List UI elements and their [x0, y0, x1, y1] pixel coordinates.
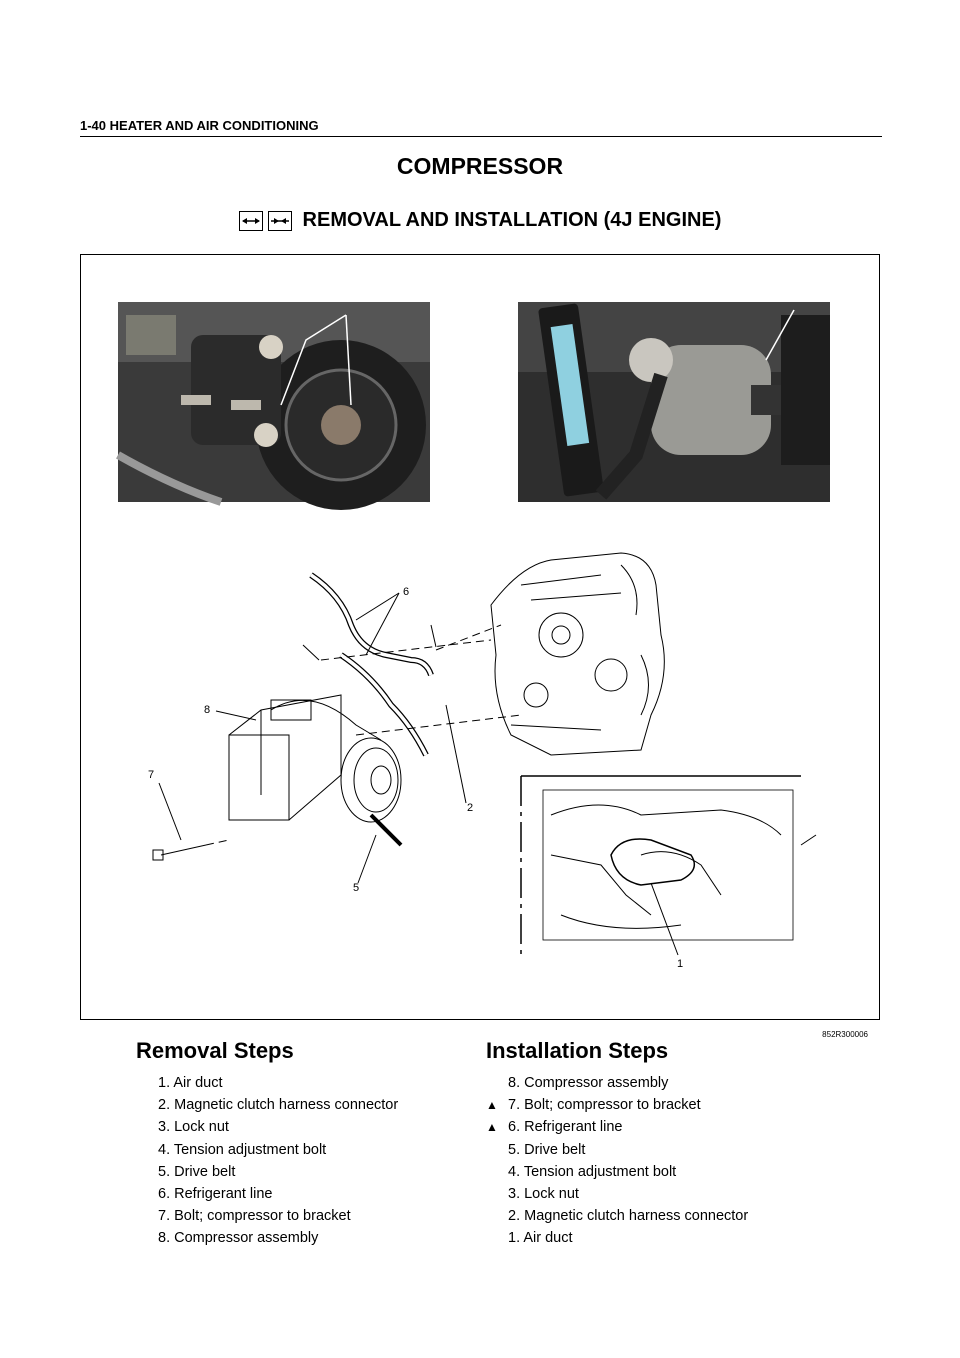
subtitle-text: REMOVAL AND INSTALLATION (4J ENGINE) [302, 209, 722, 231]
removal-arrows-icon [238, 210, 263, 231]
list-item: 5. Drive belt [158, 1163, 236, 1180]
list-item: 8. Compressor assembly [508, 1075, 669, 1091]
figure-code: 852R300006 [822, 1030, 868, 1039]
list-item: 3. Lock nut [158, 1119, 229, 1136]
list-item: 2. Magnetic clutch harness connector [508, 1208, 749, 1225]
list-item: 1. Air duct [158, 1075, 223, 1091]
list-item: 4. Tension adjustment bolt [158, 1141, 327, 1158]
section-title: COMPRESSOR [396, 153, 564, 179]
removal-steps-list: 1. Air duct 2. Magnetic clutch harness c… [136, 1072, 398, 1250]
list-item: 2. Magnetic clutch harness connector [158, 1097, 399, 1114]
installation-steps: Installation Steps 8. Compressor assembl… [486, 1038, 748, 1250]
list-item: 1. Air duct [508, 1230, 573, 1247]
callout-2: 2 [467, 802, 473, 814]
installation-steps-title: Installation Steps [486, 1038, 669, 1063]
list-item: ▲7. Bolt; compressor to bracket [486, 1094, 748, 1116]
callout-6: 6 [403, 586, 409, 598]
installation-arrows-icon [267, 210, 292, 231]
list-item: 4. Tension adjustment bolt [508, 1163, 677, 1180]
removal-steps: Removal Steps 1. Air duct 2. Magnetic cl… [136, 1038, 398, 1250]
list-item: 7. Bolt; compressor to bracket [158, 1208, 351, 1225]
callout-5: 5 [353, 882, 359, 894]
engine-line-drawing [152, 552, 817, 956]
page-header: 1-40 HEATER AND AIR CONDITIONING [80, 116, 882, 137]
installation-steps-list: 8. Compressor assembly ▲7. Bolt; compres… [486, 1072, 748, 1250]
illustration-figure: 6 8 7 2 5 1 [80, 254, 880, 1020]
callout-8: 8 [204, 704, 210, 716]
callout-7: 7 [148, 769, 154, 781]
engine-photo-right [518, 302, 830, 502]
list-item: 3. Lock nut [508, 1185, 579, 1202]
removal-steps-title: Removal Steps [136, 1038, 294, 1063]
list-item: 5. Drive belt [508, 1141, 586, 1158]
page-header-text: 1-40 HEATER AND AIR CONDITIONING [80, 118, 319, 133]
warning-triangle-icon: ▲ [486, 1120, 498, 1135]
list-item: 6. Refrigerant line [158, 1185, 273, 1202]
engine-photo-left [116, 302, 430, 510]
list-item: ▲6. Refrigerant line [486, 1116, 748, 1138]
section-subtitle: REMOVAL AND INSTALLATION (4J ENGINE) [0, 209, 960, 232]
warning-triangle-icon: ▲ [486, 1098, 498, 1113]
callout-1: 1 [677, 958, 683, 970]
list-item: 8. Compressor assembly [158, 1230, 319, 1247]
